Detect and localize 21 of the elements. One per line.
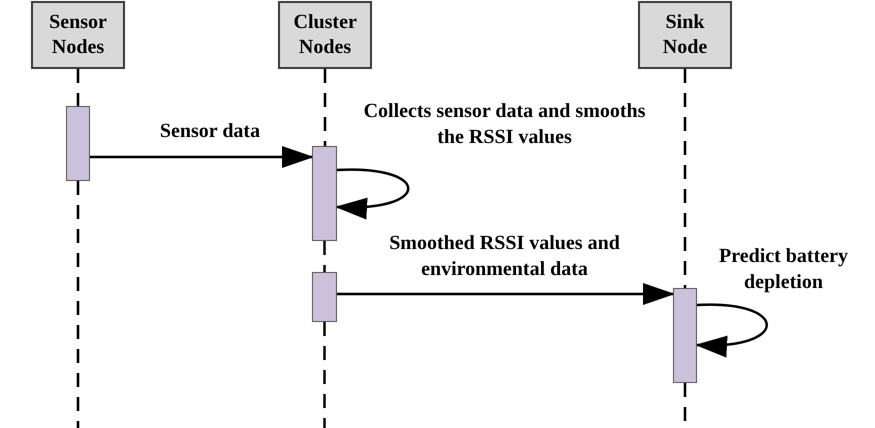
lifeline-header-box: Cluster Nodes: [278, 1, 372, 69]
self-message-arrow: [695, 304, 768, 356]
lifeline: [76, 69, 80, 106]
message-arrow: [90, 146, 314, 168]
self-message-arrow: [335, 168, 410, 218]
message-label: Collects sensor data and smooths the RSSI values: [362, 99, 646, 150]
lifeline: [323, 322, 326, 428]
lifeline-header-box: Sensor Nodes: [31, 1, 125, 69]
activation-bar: [66, 106, 90, 181]
lifeline: [684, 69, 686, 288]
activation-bar: [312, 146, 337, 241]
lifeline: [323, 241, 326, 272]
message-label: Sensor data: [158, 119, 262, 144]
activation-bar: [673, 288, 697, 383]
lifeline: [76, 181, 80, 428]
activation-bar: [312, 272, 337, 322]
message-arrow: [337, 283, 675, 305]
lifeline-header-box: Sink Node: [638, 1, 732, 69]
message-label: Smoothed RSSI values and environmental data: [388, 231, 621, 282]
lifeline: [324, 69, 326, 146]
message-label: Predict battery depletion: [718, 244, 850, 295]
